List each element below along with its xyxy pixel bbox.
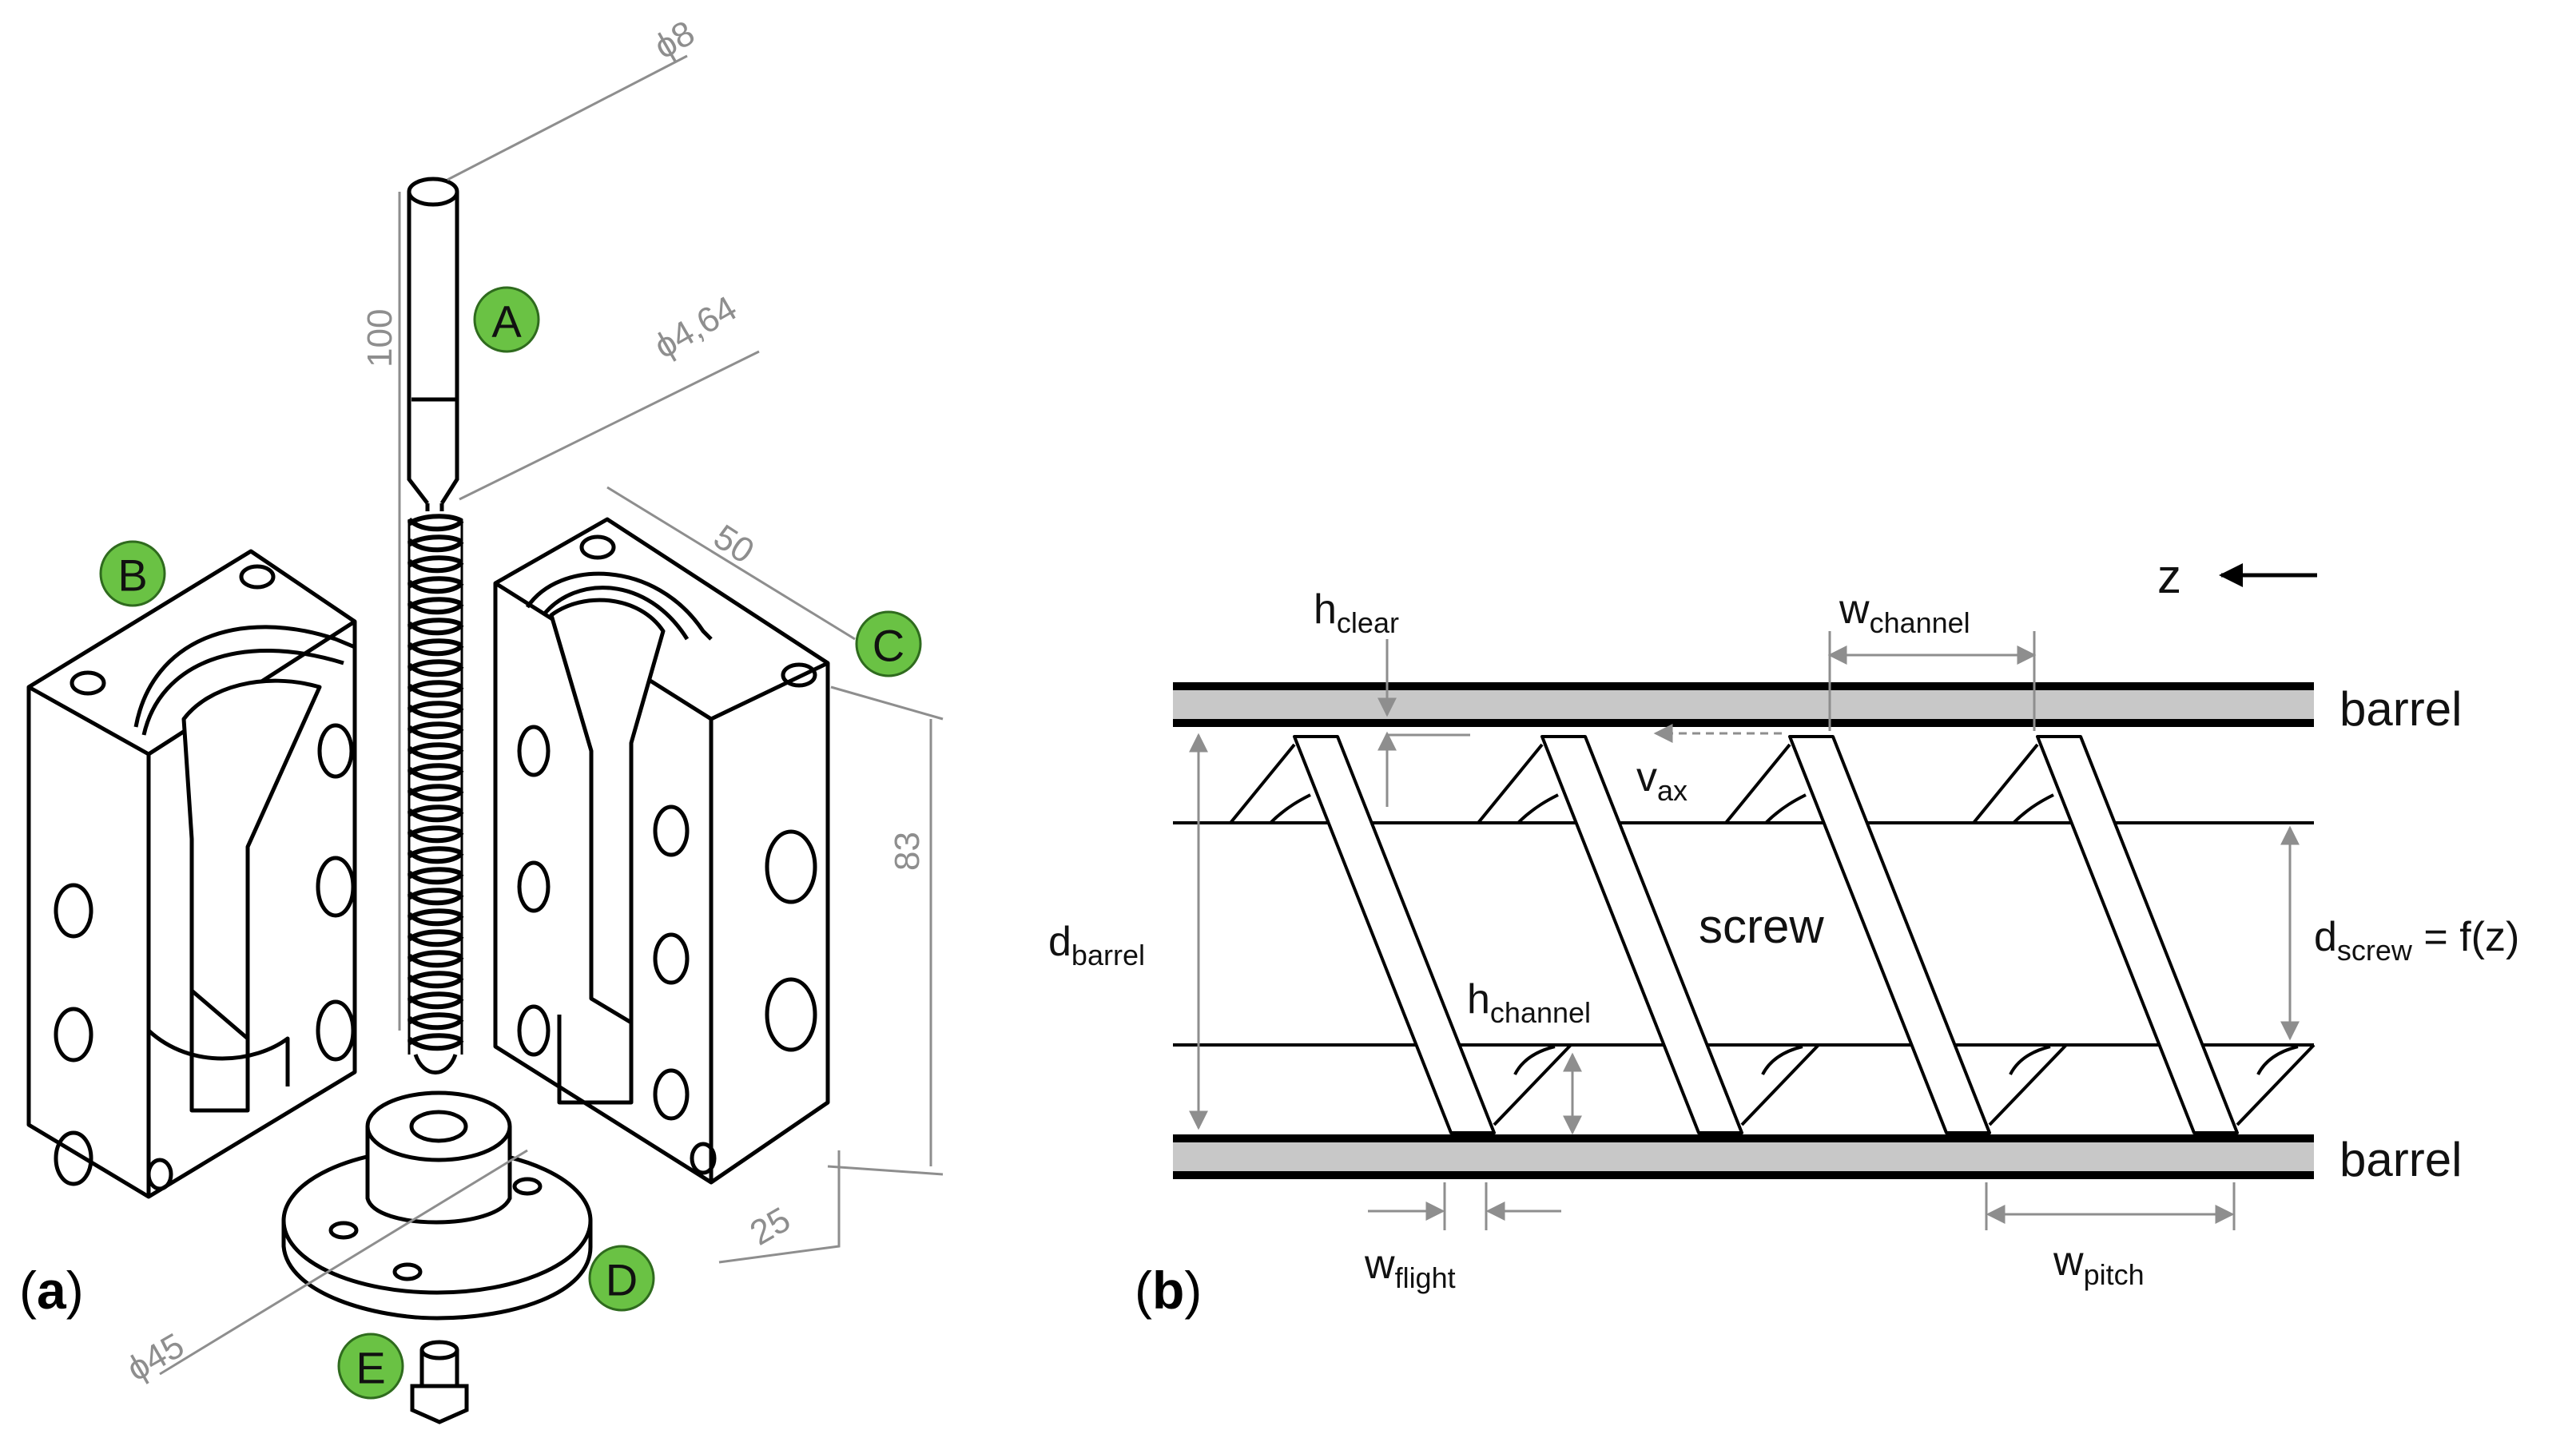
- barrel-bottom: [1173, 1134, 2314, 1179]
- h-clear-label: hclear: [1314, 586, 1399, 639]
- badge-a-label: A: [491, 296, 522, 347]
- dim-83: 83: [888, 832, 927, 871]
- dim-phi8: ϕ8: [648, 14, 702, 67]
- badge-c: C: [855, 610, 922, 677]
- badge-b-label: B: [117, 550, 147, 601]
- flight-flank-upper: [1724, 743, 1807, 824]
- flight-flank-lower: [1493, 1043, 1572, 1126]
- screw-label: screw: [1699, 900, 1824, 953]
- screw-flights: [1229, 735, 2316, 1134]
- w-pitch-label: wpitch: [2053, 1238, 2145, 1291]
- screw-flight: [1540, 735, 1743, 1134]
- panel-a: ϕ8 ϕ4,64 100 50 83 25 ϕ45 A B C: [19, 14, 944, 1424]
- h-channel-label: hchannel: [1467, 976, 1591, 1029]
- dim-100: 100: [360, 309, 400, 367]
- dim-50: 50: [707, 517, 761, 571]
- z-axis: z: [2157, 550, 2317, 603]
- badge-e: E: [337, 1333, 404, 1400]
- part-badges: A B C D E: [99, 286, 922, 1400]
- badge-e-label: E: [356, 1343, 385, 1393]
- screw-flight: [2036, 735, 2239, 1134]
- base-plate: [281, 1090, 593, 1321]
- badge-b: B: [99, 540, 166, 607]
- flight-flank-upper: [1229, 743, 1311, 824]
- badge-d-label: D: [606, 1255, 638, 1305]
- panel-b-label: (b): [1135, 1261, 1202, 1320]
- dimension-lines-b: [1189, 631, 2300, 1230]
- v-ax-label: vax: [1636, 754, 1688, 807]
- dim-25: 25: [744, 1200, 797, 1253]
- right-mold-half: [493, 517, 830, 1185]
- barrel-top-label: barrel: [2339, 682, 2462, 736]
- dim-phi45: ϕ45: [121, 1325, 191, 1388]
- flight-flank-lower: [1740, 1043, 1820, 1126]
- nozzle: [410, 1340, 469, 1424]
- flight-flank-upper: [1972, 743, 2054, 824]
- dimension-lines-a: [159, 54, 944, 1376]
- badge-c-label: C: [873, 621, 904, 671]
- screw-flight: [1788, 735, 1991, 1134]
- badge-d: D: [588, 1245, 655, 1312]
- badge-a: A: [473, 286, 540, 353]
- dim-phi464: ϕ4,64: [648, 288, 744, 367]
- left-mold-half: [26, 549, 357, 1199]
- d-barrel-label: dbarrel: [1048, 919, 1145, 971]
- flight-flank-lower: [2236, 1043, 2316, 1126]
- screw-rod: [407, 177, 464, 1074]
- w-flight-label: wflight: [1364, 1241, 1456, 1294]
- d-screw-label: dscrew = f(z): [2314, 914, 2519, 967]
- panel-a-label: (a): [19, 1261, 84, 1320]
- screw-flight: [1293, 735, 1496, 1134]
- flight-flank-upper: [1477, 743, 1559, 824]
- w-channel-label: wchannel: [1839, 586, 1970, 639]
- z-label: z: [2157, 550, 2181, 603]
- barrel-top: [1173, 682, 2314, 727]
- flight-flank-lower: [1988, 1043, 2068, 1126]
- barrel-bottom-label: barrel: [2339, 1133, 2462, 1186]
- panel-b: z barrel barrel screw hclear wchannel va…: [1048, 550, 2519, 1320]
